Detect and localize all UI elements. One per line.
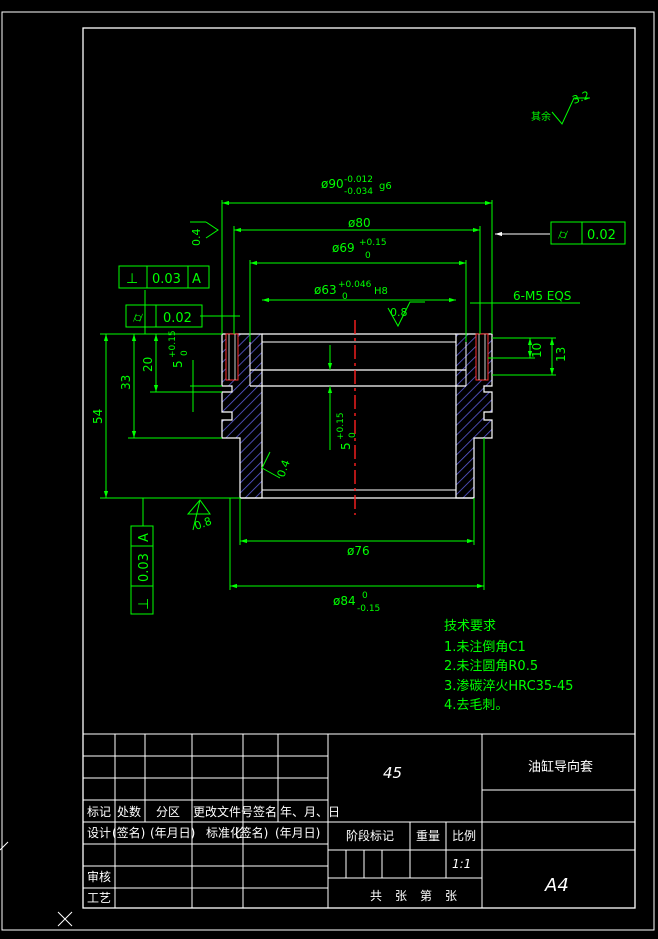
dim-thread: 6-M5 EQS [513, 289, 571, 303]
gdt-top-frame [118, 265, 210, 289]
gdt-texts: ⌭ 0.02 ⊥ 0.03 A ⌭ 0.02 ⊥ 0.03 A [126, 227, 616, 610]
tb-std-sign: (签名) [235, 825, 268, 840]
outer-frame [1, 11, 655, 931]
dim-d90-lower: -0.034 [344, 187, 373, 197]
tb-page: 第 [420, 889, 432, 903]
roughness-symbols [186, 97, 590, 531]
gdt-bottom-datum: A [137, 533, 152, 542]
note-4: 4.去毛刺。 [444, 698, 508, 713]
gdt-right-frame [550, 221, 626, 245]
tb-sheets: 张 [395, 889, 407, 903]
gdt-top-datum: A [192, 272, 201, 287]
inner-frame [82, 27, 636, 909]
edge-mark [0, 841, 9, 851]
roughness-left-face: 0.4 [190, 229, 203, 247]
cursor-cross-icon [57, 911, 73, 927]
tb-weight: 重量 [416, 829, 440, 843]
dim-d84-lower: -0.15 [357, 604, 380, 614]
dim-d69-upper: +0.15 [359, 238, 387, 248]
dim-d90-fit: g6 [379, 181, 392, 192]
title-block-texts: 标记 处数 分区 更改文件号 签名 年、月、日 设计 (签名) (年月日) 标准… [87, 759, 593, 905]
tb-zone: 分区 [156, 805, 180, 819]
dim-h33: 33 [119, 375, 133, 390]
tb-process: 工艺 [87, 891, 111, 905]
tb-design-date: (年月日) [150, 826, 195, 840]
dim-h54: 54 [91, 409, 105, 424]
technical-notes: 技术要求 1.未注倒角C1 2.未注圆角R0.5 3.渗碳淬火HRC35-45 … [444, 619, 573, 713]
roughness-other-label: 其余 [531, 110, 551, 123]
tb-sheet2: 张 [445, 889, 457, 903]
dim-d90-upper: -0.012 [344, 175, 373, 185]
right-thread-hole [475, 333, 489, 381]
dim-d90: ø90 [321, 177, 344, 191]
gdt-bottom-frame [130, 525, 154, 615]
dim-d63-fit: H8 [374, 286, 388, 297]
left-thread-hole [225, 333, 239, 381]
dim-d63: ø63 [314, 283, 337, 297]
dim-d76: ø76 [347, 544, 370, 558]
tb-review: 审核 [87, 869, 111, 884]
roughness-bottom-face: 0.8 [193, 515, 214, 533]
dim-h5-center-upper: +0.15 [336, 412, 346, 440]
dim-d63-upper: +0.046 [338, 280, 372, 290]
tb-count: 处数 [117, 804, 141, 819]
dim-h13: 13 [554, 347, 568, 362]
dim-d84-upper: 0 [362, 591, 368, 601]
notes-heading: 技术要求 [444, 619, 496, 634]
tb-standardize: 标准化 [206, 826, 242, 840]
note-2: 2.未注圆角R0.5 [444, 659, 538, 674]
gdt-right-symbol: ⌭ [558, 227, 568, 243]
gdt-top-value: 0.03 [152, 272, 181, 287]
tb-design-sign: (签名) [112, 825, 145, 840]
gdt-left-symbol: ⌭ [133, 310, 143, 326]
dim-h5-left-upper: +0.15 [168, 330, 178, 358]
gdt-left-frame [125, 304, 203, 328]
tb-date: 年、月、日 [280, 805, 340, 819]
roughness-inner-bore: 0.8 [390, 306, 408, 319]
gdt-bottom-symbol: ⊥ [136, 598, 152, 610]
gdt-bottom-value: 0.03 [137, 553, 152, 582]
tb-scale-label: 比例 [452, 829, 476, 843]
tb-sheet-size: A4 [544, 875, 569, 896]
note-3: 3.渗碳淬火HRC35-45 [444, 679, 573, 694]
tb-scale: 1:1 [452, 857, 471, 871]
dimension-lines [100, 200, 580, 590]
dim-h5-center-lower: 0 [348, 432, 358, 438]
gdt-left-value: 0.02 [163, 311, 192, 326]
roughness-groove: 0.4 [275, 458, 293, 479]
dim-d84: ø84 [333, 594, 356, 608]
dim-h5-center: 5 [339, 442, 353, 450]
dim-h20: 20 [141, 357, 155, 372]
roughness-texts: 其余 3.2 0.4 0.8 0.4 0.8 [190, 89, 591, 533]
dim-h5-left-lower: 0 [180, 350, 190, 356]
tb-std-date: (年月日) [275, 826, 320, 840]
tb-signature: 签名 [253, 804, 277, 819]
dim-d63-lower: 0 [342, 292, 348, 302]
tb-total: 共 [370, 889, 382, 903]
dim-h10: 10 [530, 343, 544, 358]
tb-stage-mark: 阶段标记 [346, 828, 394, 843]
dim-h5-left: 5 [171, 360, 185, 368]
tb-design: 设计 [87, 826, 111, 840]
roughness-other-icon [551, 97, 590, 125]
roughness-other-value: 3.2 [571, 89, 592, 107]
gdt-right-value: 0.02 [587, 228, 616, 243]
tb-material: 45 [383, 764, 402, 782]
title-block [82, 733, 636, 909]
tb-change-doc: 更改文件号 [193, 804, 253, 819]
tb-mark: 标记 [87, 805, 111, 819]
gdt-frames [118, 221, 626, 615]
dim-d80: ø80 [348, 216, 371, 230]
tb-part-name: 油缸导向套 [528, 759, 593, 775]
dimension-texts: ø90 -0.012 -0.034 g6 ø80 ø69 +0.15 0 ø63… [91, 175, 571, 614]
note-1: 1.未注倒角C1 [444, 640, 526, 655]
dim-d69: ø69 [332, 241, 355, 255]
gdt-top-symbol: ⊥ [126, 271, 138, 287]
dim-d69-lower: 0 [365, 251, 371, 261]
